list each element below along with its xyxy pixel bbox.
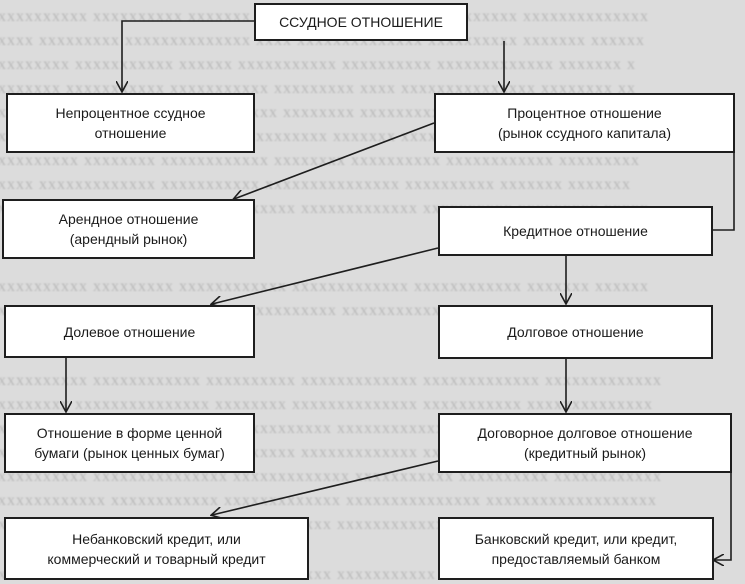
node-rent: Арендное отношение (арендный рынок) (2, 199, 255, 259)
node-label-line: Непроцентное ссудное (55, 105, 206, 121)
node-label-line: бумаги (рынок ценных бумаг) (34, 445, 225, 461)
node-label-line: Арендное отношение (58, 211, 199, 227)
node-label-line: предоставляемый банком (491, 550, 661, 567)
node-label-line: Небанковский кредит, или (72, 530, 241, 547)
edge-contract-debt-to-bank (714, 461, 732, 560)
node-bank: Банковский кредит, или кредит, предоставл… (438, 517, 714, 580)
node-equity: Долевое отношение (4, 305, 255, 358)
node-label-line: (рынок ссудного капитала) (497, 125, 672, 141)
node-label-line: Банковский кредит, или кредит, (474, 530, 678, 547)
node-label-line: ССУДНОЕ ОТНОШЕНИЕ (279, 14, 443, 30)
node-label-line: Кредитное отношение (503, 223, 648, 239)
node-label-line: Долевое отношение (63, 323, 196, 340)
node-contract-debt: Договорное долговое отношение (кредитный … (438, 413, 732, 473)
edge-contract-debt-to-nonbank (212, 460, 439, 515)
node-label-line: отношение (94, 125, 167, 141)
node-label-line: коммерческий и товарный кредит (47, 550, 266, 567)
node-root: ССУДНОЕ ОТНОШЕНИЕ (254, 3, 468, 41)
node-credit: Кредитное отношение (438, 206, 713, 256)
edge-credit-to-equity (212, 247, 439, 304)
node-label-line: Процентное отношение (507, 105, 662, 121)
node-label-line: Договорное долговое отношение (477, 425, 693, 441)
node-debt: Долговое отношение (438, 305, 713, 359)
node-securities: Отношение в форме ценной бумаги (рынок це… (4, 413, 255, 473)
node-interest: Процентное отношение (рынок ссудного капи… (434, 93, 735, 153)
node-label-line: Долговое отношение (507, 324, 644, 340)
node-label-line: (арендный рынок) (69, 231, 188, 247)
edge-interest-to-rent (234, 122, 435, 199)
edge-interest-to-credit (713, 123, 735, 231)
node-nonbank: Небанковский кредит, или коммерческий и т… (4, 517, 309, 580)
edge-root-to-non-interest (122, 20, 254, 91)
node-label-line: (кредитный рынок) (523, 445, 647, 461)
node-label-line: Отношение в форме ценной (36, 425, 223, 441)
node-non-interest: Непроцентное ссудное отношение (6, 93, 255, 153)
